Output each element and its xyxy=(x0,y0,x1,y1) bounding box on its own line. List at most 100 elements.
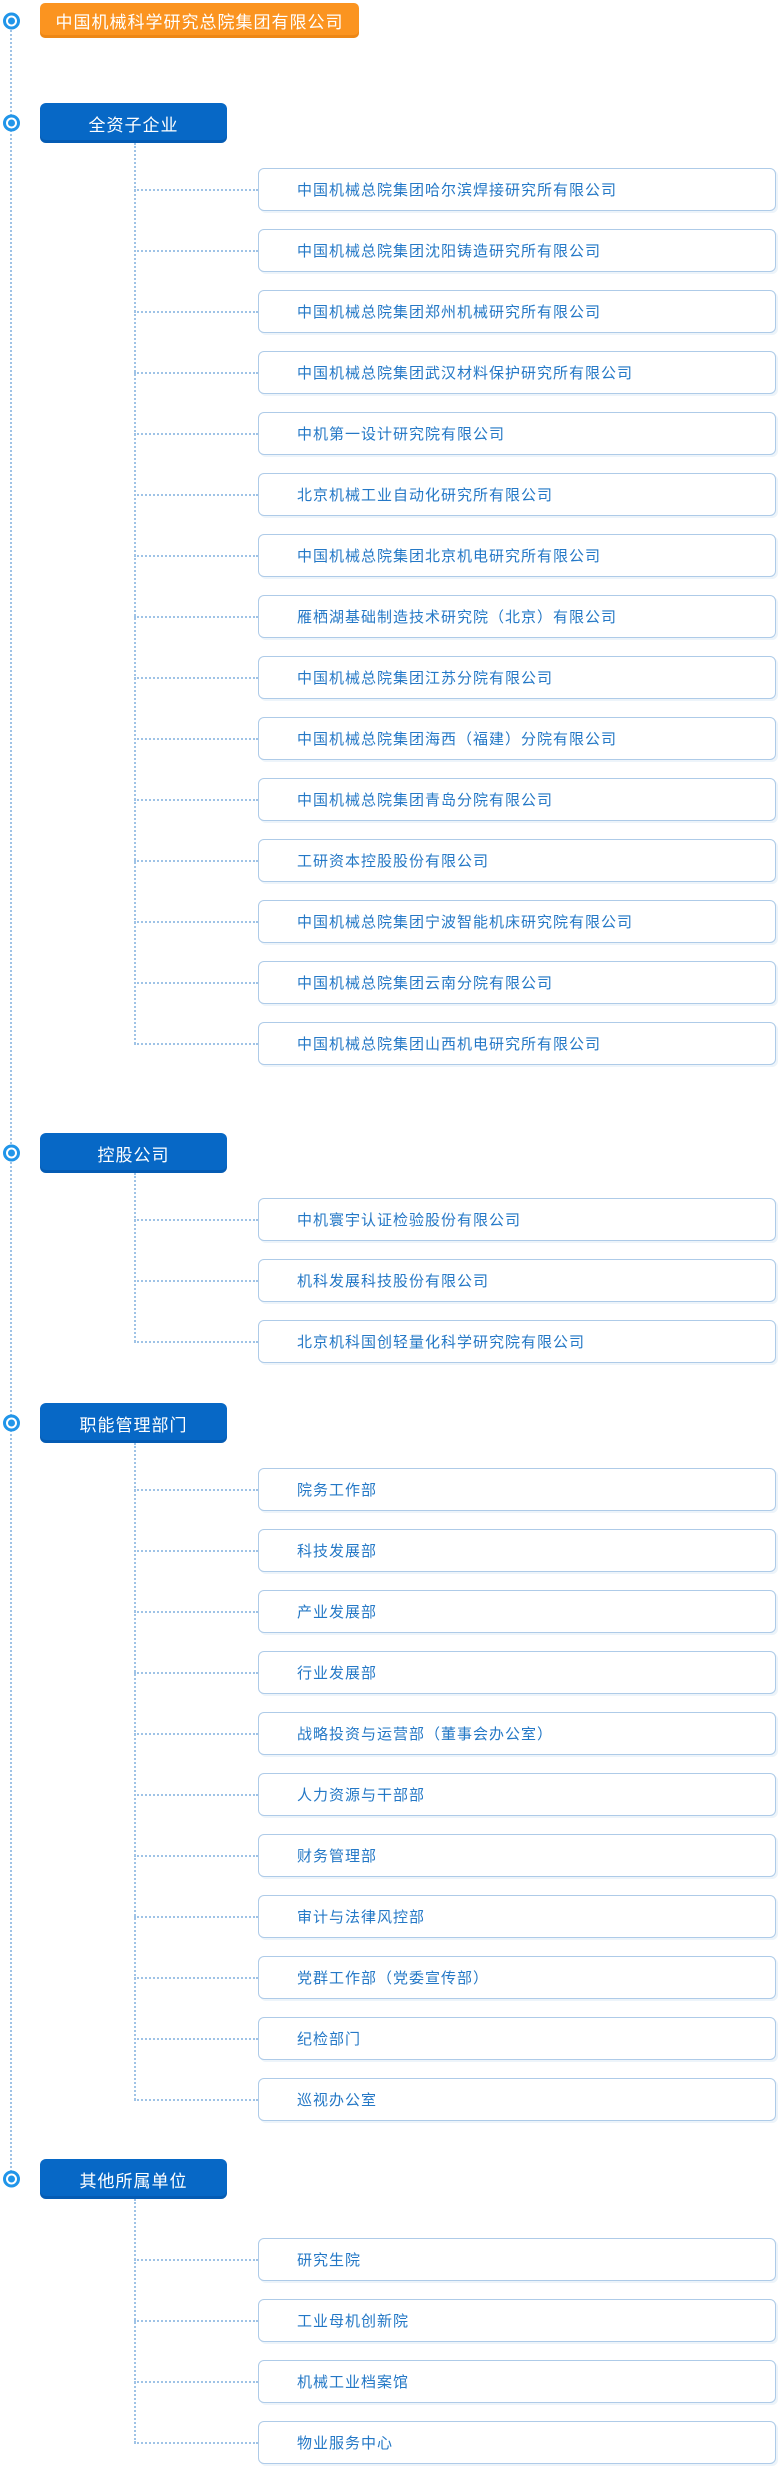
list-item: 中国机械总院集团郑州机械研究所有限公司 xyxy=(134,290,776,333)
item-label: 中国机械总院集团海西（福建）分院有限公司 xyxy=(297,731,618,748)
org-unit-box: 中国机械总院集团哈尔滨焊接研究所有限公司 xyxy=(258,168,776,211)
bullseye-toggle-icon[interactable] xyxy=(3,114,20,132)
list-item: 巡视办公室 xyxy=(134,2078,776,2121)
org-unit-box: 中国机械总院集团山西机电研究所有限公司 xyxy=(258,1022,776,1065)
item-label: 院务工作部 xyxy=(297,1482,378,1499)
org-unit-box: 战略投资与运营部（董事会办公室） xyxy=(258,1712,776,1755)
org-unit-box: 中国机械总院集团宁波智能机床研究院有限公司 xyxy=(258,900,776,943)
org-unit-box: 机械工业档案馆 xyxy=(258,2360,776,2403)
section-header: 控股公司 xyxy=(40,1133,227,1173)
list-item: 中国机械总院集团海西（福建）分院有限公司 xyxy=(134,717,776,760)
list-item: 研究生院 xyxy=(134,2238,776,2281)
list-item: 工研资本控股股份有限公司 xyxy=(134,839,776,882)
section-node: 全资子企业 中国机械总院集团哈尔滨焊接研究所有限公司 中国机械总院集团沈阳铸造研… xyxy=(0,103,779,1065)
org-unit-box: 机科发展科技股份有限公司 xyxy=(258,1259,776,1302)
item-label: 中国机械总院集团江苏分院有限公司 xyxy=(297,670,554,687)
org-unit-box: 工业母机创新院 xyxy=(258,2299,776,2342)
org-unit-box: 中国机械总院集团海西（福建）分院有限公司 xyxy=(258,717,776,760)
item-label: 机科发展科技股份有限公司 xyxy=(297,1273,490,1290)
org-unit-box: 院务工作部 xyxy=(258,1468,776,1511)
list-item: 党群工作部（党委宣传部） xyxy=(134,1956,776,1999)
item-label: 中国机械总院集团沈阳铸造研究所有限公司 xyxy=(297,243,602,260)
section-node: 职能管理部门 院务工作部 科技发展部 产业发展部 行业发展部 战略投资与运营部（… xyxy=(0,1403,779,2121)
list-item: 行业发展部 xyxy=(134,1651,776,1694)
list-item: 战略投资与运营部（董事会办公室） xyxy=(134,1712,776,1755)
list-item: 院务工作部 xyxy=(134,1468,776,1511)
org-unit-box: 人力资源与干部部 xyxy=(258,1773,776,1816)
list-item: 北京机科国创轻量化科学研究院有限公司 xyxy=(134,1320,776,1363)
item-label: 中国机械总院集团宁波智能机床研究院有限公司 xyxy=(297,914,634,931)
section-node: 控股公司 中机寰宇认证检验股份有限公司 机科发展科技股份有限公司 北京机科国创轻… xyxy=(0,1133,779,1363)
item-label: 纪检部门 xyxy=(297,2031,362,2048)
section-items: 中国机械总院集团哈尔滨焊接研究所有限公司 中国机械总院集团沈阳铸造研究所有限公司… xyxy=(134,143,776,1065)
section-header-row: 其他所属单位 xyxy=(0,2159,779,2199)
item-label: 中国机械总院集团北京机电研究所有限公司 xyxy=(297,548,602,565)
item-label: 中国机械总院集团青岛分院有限公司 xyxy=(297,792,554,809)
list-item: 物业服务中心 xyxy=(134,2421,776,2464)
section-label: 其他所属单位 xyxy=(79,2171,188,2191)
item-label: 中机第一设计研究院有限公司 xyxy=(297,426,506,443)
bullseye-toggle-icon[interactable] xyxy=(3,1144,20,1162)
section-header: 职能管理部门 xyxy=(40,1403,227,1443)
org-unit-box: 党群工作部（党委宣传部） xyxy=(258,1956,776,1999)
item-label: 机械工业档案馆 xyxy=(297,2374,410,2391)
item-label: 财务管理部 xyxy=(297,1848,378,1865)
org-unit-box: 雁栖湖基础制造技术研究院（北京）有限公司 xyxy=(258,595,776,638)
section-items: 中机寰宇认证检验股份有限公司 机科发展科技股份有限公司 北京机科国创轻量化科学研… xyxy=(134,1173,776,1363)
sections: 全资子企业 中国机械总院集团哈尔滨焊接研究所有限公司 中国机械总院集团沈阳铸造研… xyxy=(0,103,779,2464)
list-item: 中国机械总院集团云南分院有限公司 xyxy=(134,961,776,1004)
org-unit-box: 科技发展部 xyxy=(258,1529,776,1572)
list-item: 产业发展部 xyxy=(134,1590,776,1633)
org-unit-box: 产业发展部 xyxy=(258,1590,776,1633)
org-unit-box: 巡视办公室 xyxy=(258,2078,776,2121)
section-header-row: 职能管理部门 xyxy=(0,1403,779,1443)
list-item: 雁栖湖基础制造技术研究院（北京）有限公司 xyxy=(134,595,776,638)
section-items: 院务工作部 科技发展部 产业发展部 行业发展部 战略投资与运营部（董事会办公室）… xyxy=(134,1443,776,2121)
org-unit-box: 物业服务中心 xyxy=(258,2421,776,2464)
list-item: 中国机械总院集团哈尔滨焊接研究所有限公司 xyxy=(134,168,776,211)
org-unit-box: 中国机械总院集团武汉材料保护研究所有限公司 xyxy=(258,351,776,394)
org-unit-box: 中国机械总院集团沈阳铸造研究所有限公司 xyxy=(258,229,776,272)
item-label: 党群工作部（党委宣传部） xyxy=(297,1970,490,1987)
list-item: 科技发展部 xyxy=(134,1529,776,1572)
org-unit-box: 中国机械总院集团江苏分院有限公司 xyxy=(258,656,776,699)
org-unit-box: 纪检部门 xyxy=(258,2017,776,2060)
section-items: 研究生院 工业母机创新院 机械工业档案馆 物业服务中心 xyxy=(134,2199,776,2464)
org-unit-box: 中国机械总院集团云南分院有限公司 xyxy=(258,961,776,1004)
item-label: 中国机械总院集团云南分院有限公司 xyxy=(297,975,554,992)
org-unit-box: 审计与法律风控部 xyxy=(258,1895,776,1938)
list-item: 机科发展科技股份有限公司 xyxy=(134,1259,776,1302)
item-label: 物业服务中心 xyxy=(297,2435,394,2452)
item-label: 中国机械总院集团郑州机械研究所有限公司 xyxy=(297,304,602,321)
section-label: 职能管理部门 xyxy=(79,1415,188,1435)
item-label: 北京机科国创轻量化科学研究院有限公司 xyxy=(297,1334,586,1351)
list-item: 中国机械总院集团宁波智能机床研究院有限公司 xyxy=(134,900,776,943)
section-header-row: 全资子企业 xyxy=(0,103,779,143)
item-label: 中国机械总院集团山西机电研究所有限公司 xyxy=(297,1036,602,1053)
org-unit-box: 中国机械总院集团青岛分院有限公司 xyxy=(258,778,776,821)
list-item: 纪检部门 xyxy=(134,2017,776,2060)
org-unit-box: 行业发展部 xyxy=(258,1651,776,1694)
item-label: 中机寰宇认证检验股份有限公司 xyxy=(297,1212,522,1229)
org-unit-box: 中机第一设计研究院有限公司 xyxy=(258,412,776,455)
bullseye-toggle-icon[interactable] xyxy=(3,12,20,29)
org-unit-box: 研究生院 xyxy=(258,2238,776,2281)
org-unit-box: 中机寰宇认证检验股份有限公司 xyxy=(258,1198,776,1241)
list-item: 中国机械总院集团山西机电研究所有限公司 xyxy=(134,1022,776,1065)
bullseye-toggle-icon[interactable] xyxy=(3,2170,20,2188)
org-unit-box: 北京机械工业自动化研究所有限公司 xyxy=(258,473,776,516)
list-item: 中机第一设计研究院有限公司 xyxy=(134,412,776,455)
root-row: 中国机械科学研究总院集团有限公司 xyxy=(0,3,779,38)
list-item: 人力资源与干部部 xyxy=(134,1773,776,1816)
list-item: 工业母机创新院 xyxy=(134,2299,776,2342)
list-item: 机械工业档案馆 xyxy=(134,2360,776,2403)
list-item: 中机寰宇认证检验股份有限公司 xyxy=(134,1198,776,1241)
section-node: 其他所属单位 研究生院 工业母机创新院 机械工业档案馆 物业服务中心 xyxy=(0,2159,779,2464)
section-label: 全资子企业 xyxy=(88,115,179,135)
item-label: 中国机械总院集团哈尔滨焊接研究所有限公司 xyxy=(297,182,618,199)
bullseye-toggle-icon[interactable] xyxy=(3,1414,20,1432)
item-label: 人力资源与干部部 xyxy=(297,1787,426,1804)
list-item: 中国机械总院集团青岛分院有限公司 xyxy=(134,778,776,821)
section-header-row: 控股公司 xyxy=(0,1133,779,1173)
